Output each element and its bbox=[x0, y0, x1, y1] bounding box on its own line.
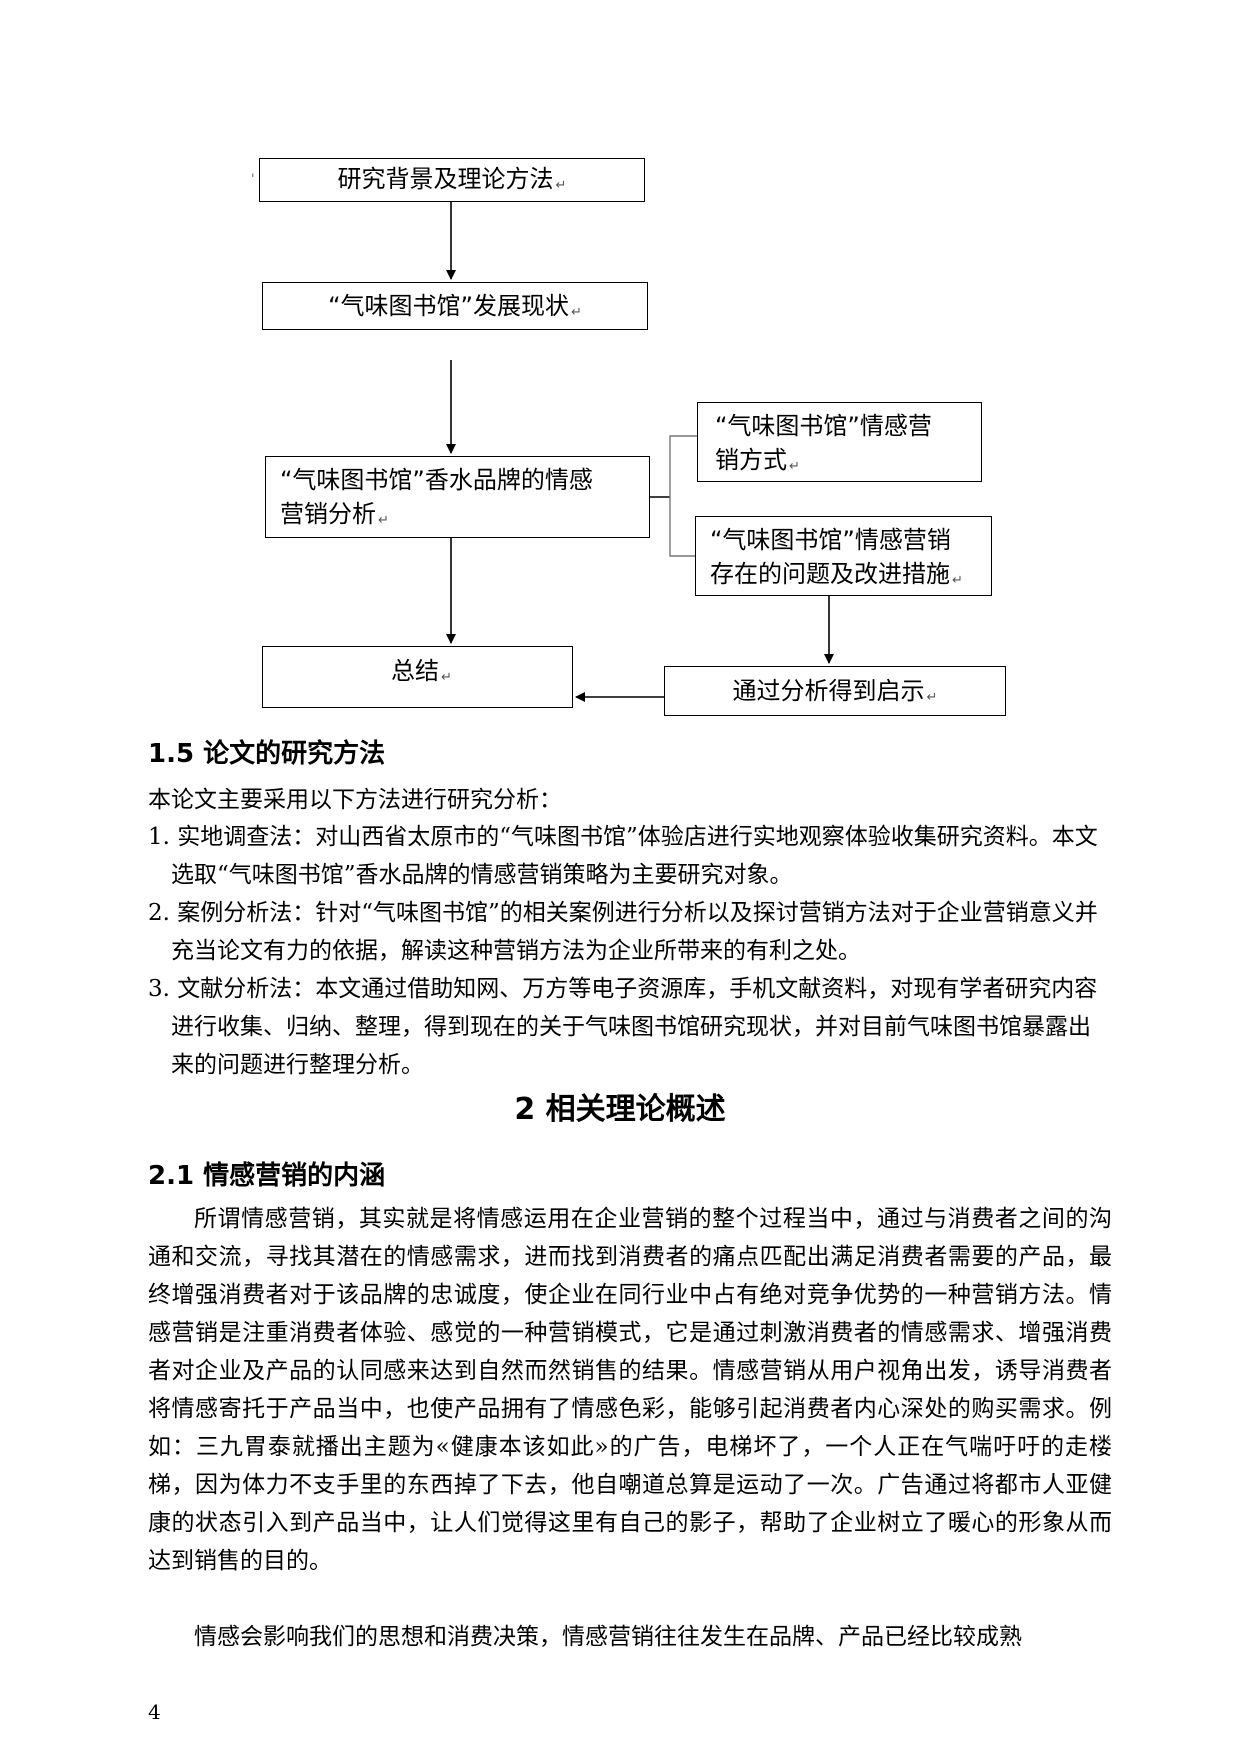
paragraph-mark: ↵ bbox=[926, 690, 938, 705]
node-research-background-label: 研究背景及理论方法 bbox=[337, 165, 554, 193]
paragraph-mark: ↵ bbox=[952, 573, 963, 588]
node-development-status-label: “气味图书馆”发展现状 bbox=[328, 292, 569, 320]
node-problems-and-measures: “气味图书馆”情感营销 存在的问题及改进措施↵ bbox=[695, 516, 992, 596]
section-1-5-intro: 本论文主要采用以下方法进行研究分析： bbox=[148, 787, 562, 813]
node-insight: 通过分析得到启示↵ bbox=[664, 666, 1006, 716]
method-item-field-survey: 1. 实地调查法：对山西省太原市的“气味图书馆”体验店进行实地观察体验收集研究资… bbox=[148, 824, 1098, 888]
section-2-1-heading: 2.1 情感营销的内涵 bbox=[148, 1161, 386, 1191]
tick-mark: ' bbox=[251, 172, 255, 187]
page-number: 4 bbox=[148, 1700, 161, 1724]
node-summary-label: 总结 bbox=[391, 657, 439, 685]
chapter-2-heading: 2 相关理论概述 bbox=[514, 1092, 726, 1127]
method-item-literature-analysis: 3. 文献分析法：本文通过借助知网、万方等电子资源库，手机文献资料，对现有学者研… bbox=[148, 976, 1098, 1078]
node-research-background: 研究背景及理论方法↵ bbox=[259, 158, 645, 202]
section-2-1-paragraph-2: 情感会影响我们的思想和消费决策，情感营销往往发生在品牌、产品已经比较成熟 bbox=[194, 1624, 1022, 1650]
section-1-5-heading: 1.5 论文的研究方法 bbox=[148, 739, 386, 769]
node-analysis-line-1: “气味图书馆”香水品牌的情感 bbox=[280, 466, 593, 494]
node-mode-line-2: 销方式 bbox=[715, 446, 787, 474]
node-analysis-line-2: 营销分析 bbox=[280, 500, 376, 528]
node-development-status: “气味图书馆”发展现状↵ bbox=[262, 282, 648, 330]
section-2-1-paragraph-1: 所谓情感营销，其实就是将情感运用在企业营销的整个过程当中，通过与消费者之间的沟通… bbox=[148, 1206, 1112, 1574]
bracket-branches bbox=[669, 435, 697, 557]
node-problem-line-1: “气味图书馆”情感营销 bbox=[710, 526, 951, 554]
node-summary: 总结↵ bbox=[262, 646, 573, 708]
paragraph-mark: ↵ bbox=[789, 459, 800, 474]
paragraph-mark: ↵ bbox=[555, 178, 567, 193]
paragraph-mark: ↵ bbox=[378, 513, 389, 528]
paragraph-mark: ↵ bbox=[441, 670, 452, 685]
node-marketing-mode: “气味图书馆”情感营 销方式↵ bbox=[697, 402, 982, 482]
paragraph-mark: ↵ bbox=[570, 305, 582, 320]
research-flowchart: ' 研究背景及理论方法↵ “气味图书馆”发展现状↵ “气味图书馆”香水品牌的情感… bbox=[0, 0, 1240, 740]
node-mode-line-1: “气味图书馆”情感营 bbox=[715, 412, 932, 440]
node-problem-line-2: 存在的问题及改进措施 bbox=[710, 560, 950, 588]
method-item-case-analysis: 2. 案例分析法：针对“气味图书馆”的相关案例进行分析以及探讨营销方法对于企业营… bbox=[148, 900, 1098, 964]
node-emotional-marketing-analysis: “气味图书馆”香水品牌的情感 营销分析↵ bbox=[265, 456, 650, 538]
flowchart-connectors bbox=[446, 202, 834, 702]
node-insight-label: 通过分析得到启示 bbox=[732, 677, 925, 705]
